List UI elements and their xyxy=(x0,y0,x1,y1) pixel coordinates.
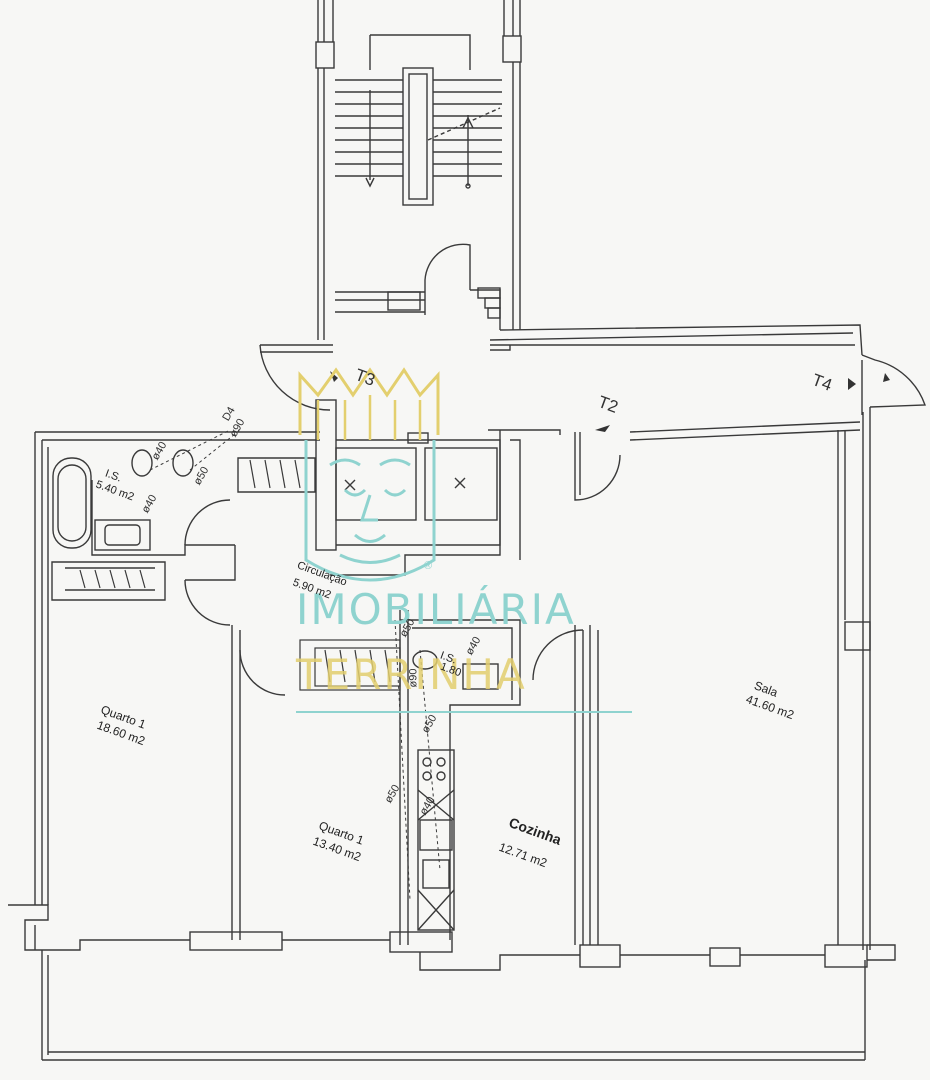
interior-walls xyxy=(231,430,871,945)
exterior-walls xyxy=(8,904,896,1061)
shafts xyxy=(315,399,561,576)
pipes xyxy=(149,429,441,901)
watermark-line1: IMOBILIÁRIA xyxy=(296,585,576,634)
door-t2 xyxy=(574,421,861,501)
direction-arrows xyxy=(330,371,890,432)
watermark-logo xyxy=(296,367,632,713)
stairwell xyxy=(315,0,522,340)
watermark-registered: ® xyxy=(424,560,433,572)
kitchen-counter xyxy=(417,749,455,931)
bathroom-walls xyxy=(34,431,320,905)
corridor-walls xyxy=(259,324,926,950)
pipe-label-d90-ls: ø90 xyxy=(407,668,420,688)
watermark-line2: TERRINHA xyxy=(296,650,527,699)
